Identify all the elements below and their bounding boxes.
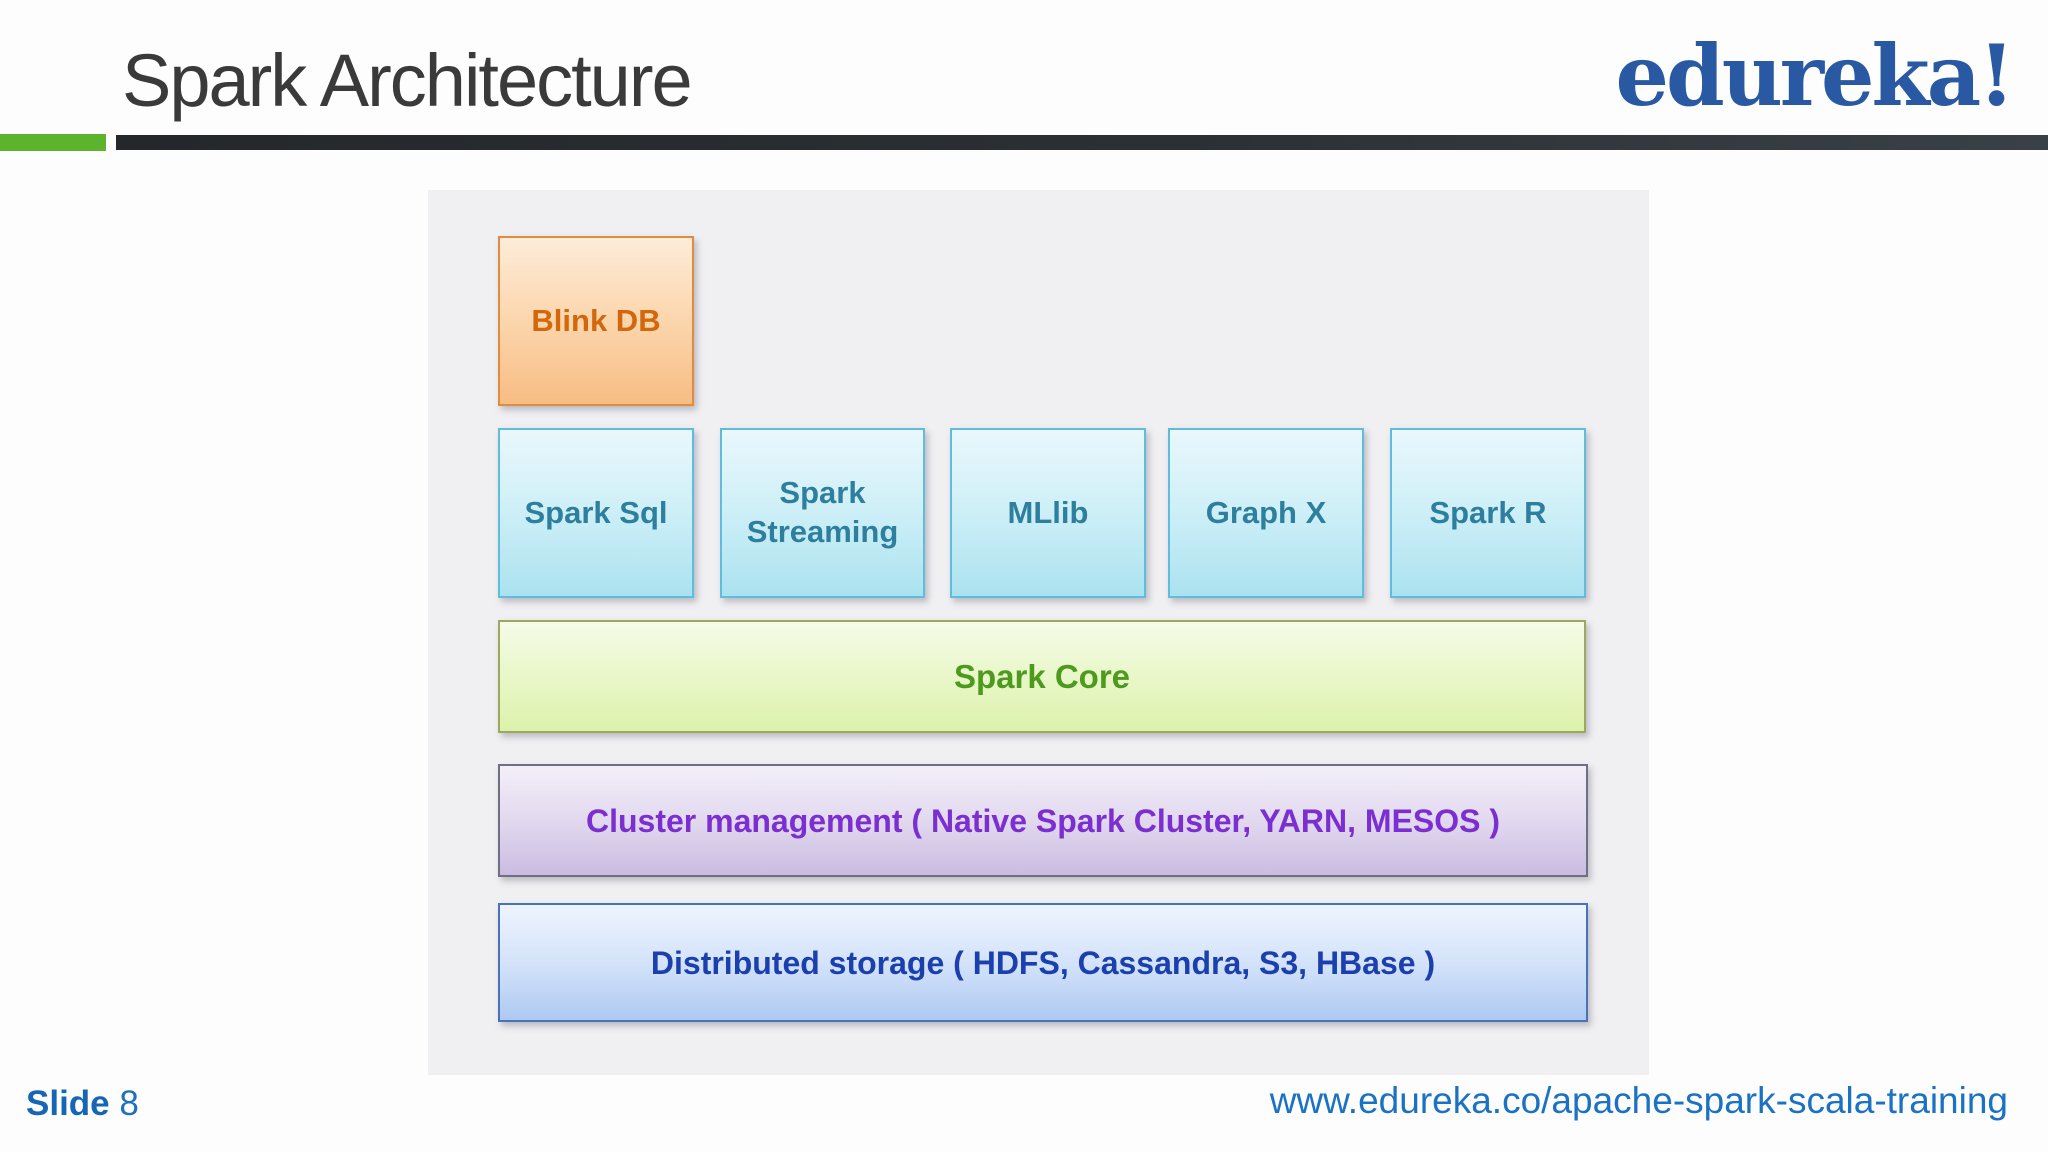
edureka-logo: edureka! <box>1615 26 2015 125</box>
slide-number: Slide 8 <box>26 1084 139 1124</box>
graphx-box: Graph X <box>1168 428 1364 598</box>
sparkr-box: Spark R <box>1390 428 1586 598</box>
spark-sql-box: Spark Sql <box>498 428 694 598</box>
mllib-box: MLlib <box>950 428 1146 598</box>
distributed-storage-label: Distributed storage ( HDFS, Cassandra, S… <box>650 944 1436 981</box>
spark-core-box: Spark Core <box>498 620 1586 733</box>
accent-bar-green <box>0 134 106 151</box>
graphx-label: Graph X <box>1205 494 1327 530</box>
spark-streaming-label: Spark Streaming <box>746 475 899 549</box>
slide-number-value: 8 <box>119 1084 139 1123</box>
spark-streaming-box: Spark Streaming <box>720 428 925 598</box>
diagram-panel: Blink DB Spark Sql Spark Streaming MLlib… <box>428 190 1649 1075</box>
blinkdb-box: Blink DB <box>498 236 694 406</box>
spark-core-label: Spark Core <box>953 657 1131 695</box>
cluster-management-label: Cluster management ( Native Spark Cluste… <box>585 802 1501 839</box>
training-url-link[interactable]: www.edureka.co/apache-spark-scala-traini… <box>1269 1080 2008 1121</box>
distributed-storage-box: Distributed storage ( HDFS, Cassandra, S… <box>498 903 1588 1022</box>
header-rule <box>116 135 2048 150</box>
mllib-label: MLlib <box>1007 494 1089 530</box>
blinkdb-label: Blink DB <box>531 302 661 338</box>
cluster-management-box: Cluster management ( Native Spark Cluste… <box>498 764 1588 877</box>
slide-number-label: Slide <box>26 1084 110 1123</box>
spark-sql-label: Spark Sql <box>524 494 668 530</box>
sparkr-label: Spark R <box>1429 494 1547 530</box>
page-title: Spark Architecture <box>122 39 693 122</box>
